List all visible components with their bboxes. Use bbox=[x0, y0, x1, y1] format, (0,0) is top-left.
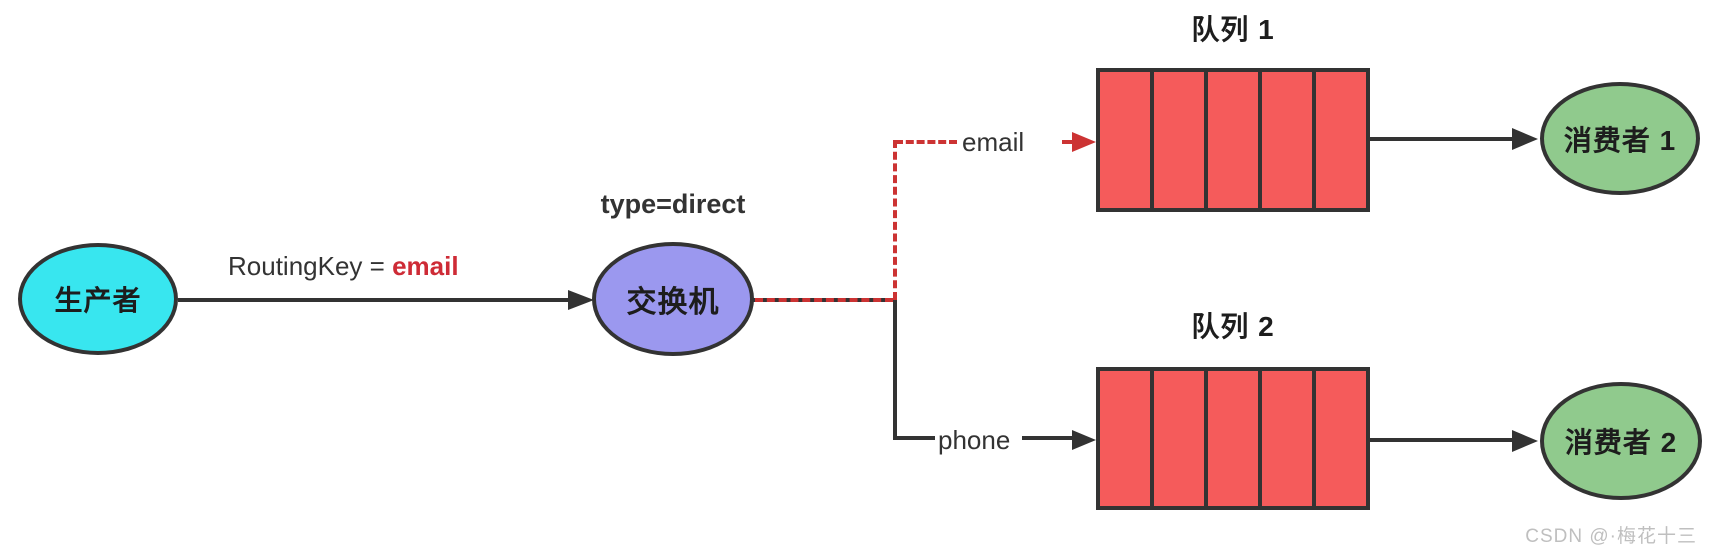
queue-cell bbox=[1258, 371, 1312, 506]
queue-cell bbox=[1204, 72, 1258, 208]
queue-cell bbox=[1100, 371, 1150, 506]
email-branch-dash-right bbox=[1062, 140, 1076, 144]
queue1-title: 队列 1 bbox=[1191, 14, 1275, 45]
routing-key-prefix: RoutingKey = bbox=[228, 251, 393, 281]
consumer2-label: 消费者 2 bbox=[1564, 427, 1678, 458]
exchange-label: 交换机 bbox=[626, 286, 720, 319]
queue-cell bbox=[1312, 371, 1366, 506]
phone-branch-arrowhead-icon bbox=[1072, 430, 1096, 450]
exchange-type-label: type=direct bbox=[600, 189, 746, 219]
email-branch-dash-left bbox=[895, 140, 957, 144]
queue2 bbox=[1096, 367, 1370, 510]
phone-branch-vertical-line bbox=[893, 300, 897, 440]
consumer1-label: 消费者 1 bbox=[1563, 124, 1677, 156]
phone-binding-label: phone bbox=[938, 425, 1011, 455]
email-branch-arrowhead-icon bbox=[1072, 132, 1096, 152]
queue-cell bbox=[1258, 72, 1312, 208]
producer-label: 生产者 bbox=[54, 285, 142, 316]
producer-node: 生产者 bbox=[18, 243, 178, 355]
phone-branch-line-right bbox=[1022, 436, 1072, 440]
routing-key-value: email bbox=[392, 251, 459, 281]
csdn-watermark: CSDN @·梅花十三 bbox=[1525, 526, 1697, 547]
routing-key-label: RoutingKey = email bbox=[228, 251, 459, 282]
email-binding-label: email bbox=[962, 127, 1025, 157]
phone-branch-line-left bbox=[893, 436, 935, 440]
exchange-to-junction-red-dash-overlay bbox=[755, 298, 893, 302]
queue1-to-consumer1-arrowhead-icon bbox=[1512, 128, 1538, 150]
queue-cell bbox=[1150, 371, 1204, 506]
exchange-node: 交换机 bbox=[592, 242, 754, 356]
consumer2-node: 消费者 2 bbox=[1540, 382, 1702, 500]
consumer1-node: 消费者 1 bbox=[1540, 82, 1700, 195]
queue2-to-consumer2-line bbox=[1370, 438, 1515, 442]
email-branch-vertical-dash bbox=[893, 140, 897, 300]
queue2-title: 队列 2 bbox=[1191, 311, 1275, 342]
queue-cell bbox=[1312, 72, 1366, 208]
queue2-to-consumer2-arrowhead-icon bbox=[1512, 430, 1538, 452]
queue1-to-consumer1-line bbox=[1370, 137, 1515, 141]
queue-cell bbox=[1150, 72, 1204, 208]
queue-cell bbox=[1204, 371, 1258, 506]
producer-to-exchange-arrowhead-icon bbox=[568, 290, 594, 310]
queue-cell bbox=[1100, 72, 1150, 208]
queue1 bbox=[1096, 68, 1370, 212]
producer-to-exchange-line bbox=[178, 298, 570, 302]
